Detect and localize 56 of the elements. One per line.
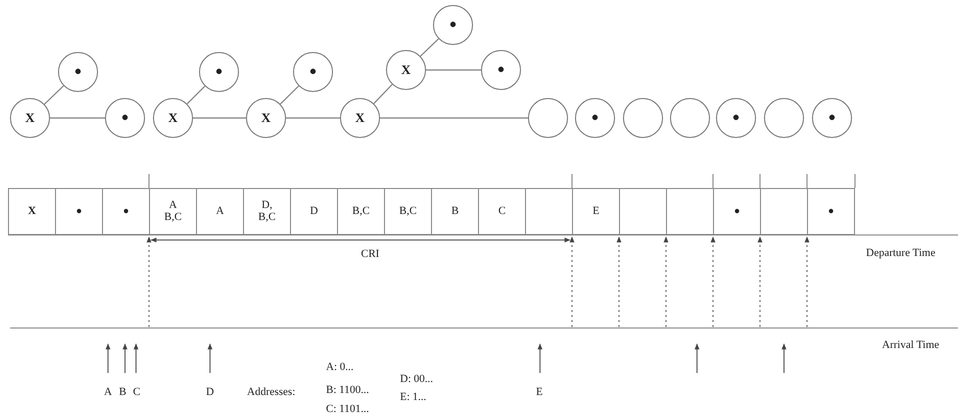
tree-node: X [246,98,286,138]
address-text: A: 0... [326,361,354,373]
tree-edge [373,84,393,104]
dimension-label: CRI [361,248,380,260]
table-cell: X [8,188,56,235]
address-text: D: 00... [400,373,433,385]
address-text: B: 1100... [326,384,369,396]
tree-node: X [153,98,193,138]
address-text: E: 1... [400,391,426,403]
table-cell: • [713,188,761,235]
tree-edge [426,69,481,71]
tree-node: • [199,52,239,92]
tree-edge [380,117,528,119]
table-cell: C [478,188,526,235]
table-cell: D, B,C [243,188,291,235]
tree-node: • [58,52,98,92]
tree-edge [420,38,439,57]
arrival-label: A [104,386,112,398]
circle-node [528,98,568,138]
tree-node: • [105,98,145,138]
arrival-label: D [206,386,214,398]
tree-node: X [10,98,50,138]
tree-node: X [386,50,426,90]
arrival-label: E [536,386,543,398]
table-cell: • [102,188,150,235]
table-cell: D [290,188,338,235]
table-cell: B,C [337,188,385,235]
axis-label: Departure Time [866,247,936,259]
tree-node: • [293,52,333,92]
tree-node: • [433,5,473,45]
table-cell: • [55,188,103,235]
table-cell: B,C [384,188,432,235]
tree-edge [286,117,340,119]
table-cell: • [807,188,855,235]
circle-node [623,98,663,138]
tree-node: • [716,98,756,138]
table-cell: B [431,188,479,235]
legend-heading: Addresses: [247,386,296,398]
tree-node: X [340,98,380,138]
tree-node: • [575,98,615,138]
arrival-label: B [119,386,126,398]
circle-node [764,98,804,138]
tree-edge [50,117,105,119]
tree-node: • [481,50,521,90]
tree-edge [44,85,64,105]
circle-node [670,98,710,138]
arrival-label: C [133,386,140,398]
table-cell: A [196,188,244,235]
table-cell: E [572,188,620,235]
tree-edge [193,117,246,119]
address-text: C: 1101... [326,403,369,415]
tree-node: • [812,98,852,138]
tree-edge [186,86,206,104]
tree-edge [280,86,300,104]
axis-label: Arrival Time [882,339,940,351]
table-cell: A B,C [149,188,197,235]
